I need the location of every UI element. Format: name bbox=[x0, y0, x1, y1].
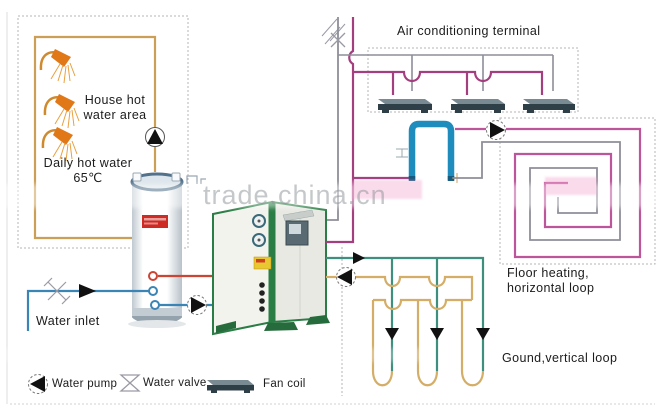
ac-valve-icon bbox=[330, 32, 346, 48]
shower-icon bbox=[43, 92, 81, 130]
water-inlet-pump-icon bbox=[79, 284, 96, 298]
ground-return-header2-pipe bbox=[373, 298, 472, 311]
ac-zone-border bbox=[367, 47, 579, 113]
water-inlet-pipe bbox=[26, 289, 149, 331]
legend-fan-coil-label: Fan coil bbox=[263, 378, 306, 390]
tank-vent-fitting bbox=[186, 175, 206, 184]
unit-foot bbox=[306, 315, 330, 325]
hot-water-loop-pipe bbox=[33, 35, 157, 240]
unit-foot bbox=[264, 322, 298, 331]
tank-port-hot bbox=[148, 271, 158, 281]
water-inlet-valve-icon bbox=[43, 277, 71, 305]
floor-heating-label: Floor heating, horizontal loop bbox=[507, 266, 595, 295]
water-pump-icon bbox=[28, 374, 48, 394]
ground-return-pump-icon bbox=[336, 267, 356, 287]
daily-hot-water-label: Daily hot water 65℃ bbox=[43, 156, 133, 185]
water-valve-icon bbox=[119, 374, 141, 392]
buffer-fitting bbox=[396, 148, 408, 158]
hot-water-zone-border bbox=[17, 15, 189, 249]
wall-hatch-icon bbox=[321, 18, 346, 45]
ac-supply-header-pipe bbox=[353, 70, 544, 95]
flow-down-arrow-icon bbox=[430, 328, 444, 340]
shower-icon bbox=[39, 47, 77, 85]
buffer-u-pipe bbox=[408, 120, 455, 180]
house-hot-water-label: House hot water area bbox=[83, 93, 147, 122]
warning-sticker bbox=[253, 256, 272, 270]
floor-supply-spiral-pipe bbox=[506, 127, 642, 259]
tank-brand-label bbox=[142, 215, 168, 228]
tank-return-pump-icon bbox=[187, 295, 207, 315]
legend-water-pump-label: Water pump bbox=[52, 378, 118, 390]
flow-down-arrow-icon bbox=[476, 328, 490, 340]
ac-return-riser-pipe bbox=[327, 17, 339, 221]
tank-port-return bbox=[150, 300, 160, 310]
ground-u-tubes-pipe bbox=[371, 300, 485, 387]
ac-supply-riser-pipe bbox=[326, 17, 355, 244]
legend-water-valve-label: Water valve bbox=[143, 377, 207, 389]
floor-supply-pump-icon bbox=[486, 120, 506, 140]
fan-coil-unit bbox=[378, 99, 432, 113]
ground-supply-pump-icon bbox=[353, 252, 365, 264]
heat-pump-unit bbox=[212, 200, 330, 336]
fan-coil-unit bbox=[523, 99, 575, 113]
ac-terminal-label: Air conditioning terminal bbox=[397, 24, 541, 38]
ground-return-header1-pipe bbox=[355, 275, 474, 300]
ac-return-header-pipe bbox=[338, 54, 554, 91]
ground-loop-label: Gound,vertical loop bbox=[502, 351, 618, 365]
hot-water-pump-icon bbox=[145, 127, 165, 147]
fan-coil-icon bbox=[207, 380, 254, 393]
flow-down-arrow-icon bbox=[385, 328, 399, 340]
tank-port-inlet bbox=[148, 286, 158, 296]
unit-foot bbox=[216, 321, 236, 333]
hot-water-tank bbox=[128, 172, 206, 328]
floor-heating-zone-border bbox=[499, 117, 656, 265]
water-inlet-label: Water inlet bbox=[36, 314, 100, 328]
fan-coil-unit bbox=[451, 99, 505, 113]
floor-return-spiral-pipe bbox=[453, 141, 621, 241]
